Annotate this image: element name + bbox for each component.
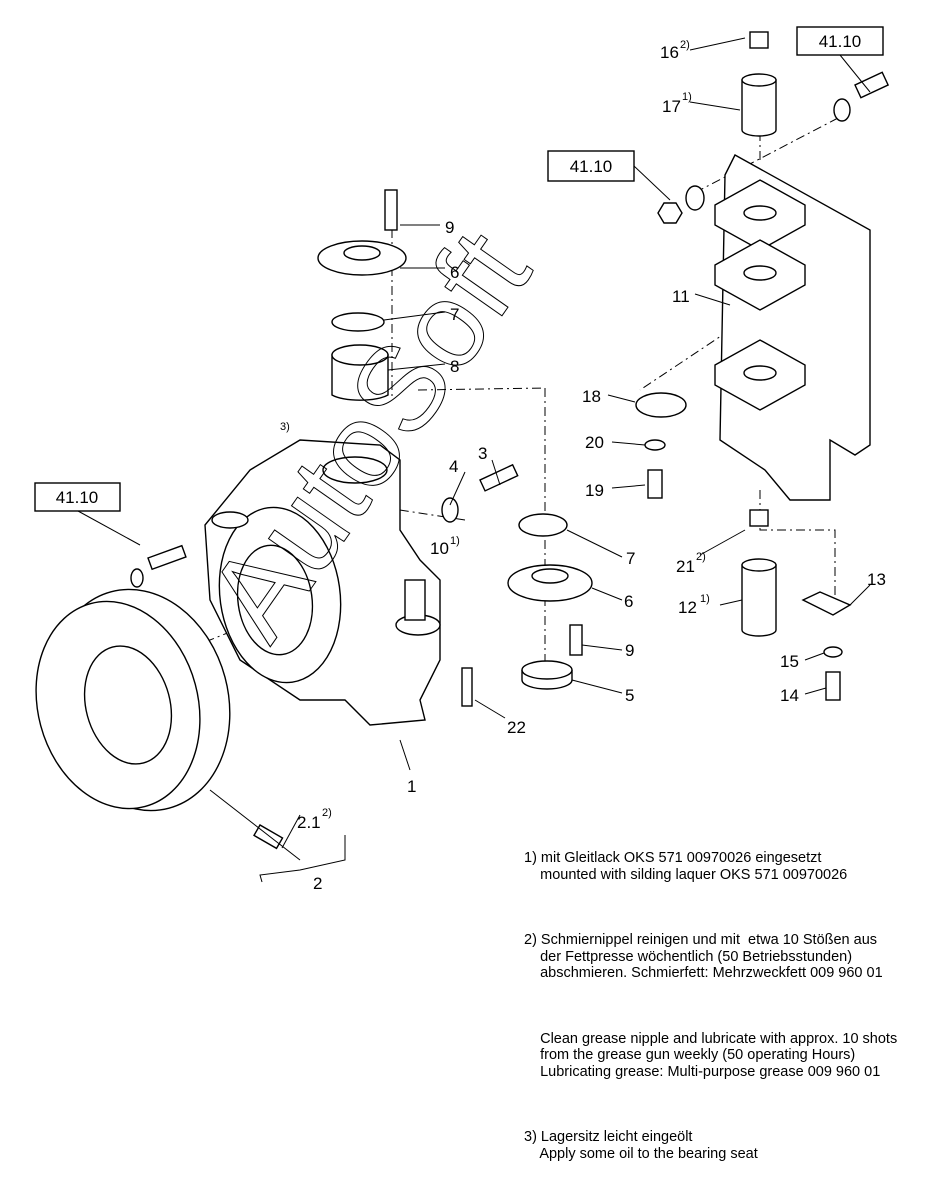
small-parts [130,31,890,850]
callout-11: 11 [672,287,690,306]
upper-bearing-stack [317,189,407,401]
callout-7-top: 7 [450,305,459,324]
callout-19: 19 [585,481,604,500]
callout-15: 15 [780,652,799,671]
ref-41-10-left[interactable]: 41.10 [56,488,99,507]
callout-21: 21 [676,557,695,576]
ref-box-top-right[interactable] [796,26,884,56]
callout-10-note: 1) [450,535,460,547]
callout-7-lower: 7 [626,549,635,568]
callout-6-lower: 6 [624,592,633,611]
note-2-en: Clean grease nipple and lubricate with a… [540,1030,898,1080]
note-1: 1) mit Gleitlack OKS 571 00970026 einges… [524,850,848,883]
ref-box-mid[interactable] [547,150,635,182]
callout-20: 20 [585,433,604,452]
callout-12-note: 1) [700,593,710,605]
part-callouts: 16 2) 17 1) 9 6 7 8 11 18 20 19 3) 4 3 1… [280,39,886,893]
steering-housing [204,439,441,726]
callout-3-note: 3) [280,421,290,433]
callout-9-lower: 9 [625,641,634,660]
exploded-parts-diagram: 41.10 41.10 41.10 16 2) 17 1) 9 6 7 8 11… [34,26,890,893]
callout-10: 10 [430,539,449,558]
callout-3: 3 [478,444,487,463]
callout-2-1: 2.1 [297,813,321,832]
callout-22: 22 [507,718,526,737]
note-2-de: 2) Schmiernippel reinigen und mit etwa 1… [524,932,883,981]
callout-17: 17 [662,97,681,116]
callout-9-top: 9 [445,218,454,237]
slewing-ring [35,588,231,812]
callout-6-top: 6 [450,263,459,282]
footnotes: 1) mit Gleitlack OKS 571 00970026 einges… [524,817,897,1195]
callout-13: 13 [867,570,886,589]
callout-8: 8 [450,357,459,376]
callout-4: 4 [449,457,458,476]
callout-5: 5 [625,686,634,705]
callout-14: 14 [780,686,799,705]
callout-16-note: 2) [680,39,690,51]
ref-41-10-mid[interactable]: 41.10 [570,157,613,176]
mounting-bracket [714,154,871,501]
leader-lines [77,37,871,883]
callout-21-note: 2) [696,551,706,563]
callout-1: 1 [407,777,416,796]
note-3: 3) Lagersitz leicht eingeölt Apply some … [524,1129,758,1162]
callout-12: 12 [678,598,697,617]
ref-41-10-top-right[interactable]: 41.10 [819,32,862,51]
callout-2-1-note: 2) [322,807,332,819]
callout-18: 18 [582,387,601,406]
ref-box-left[interactable] [34,482,121,512]
callout-16: 16 [660,43,679,62]
callout-17-note: 1) [682,91,692,103]
callout-2: 2 [313,874,322,893]
